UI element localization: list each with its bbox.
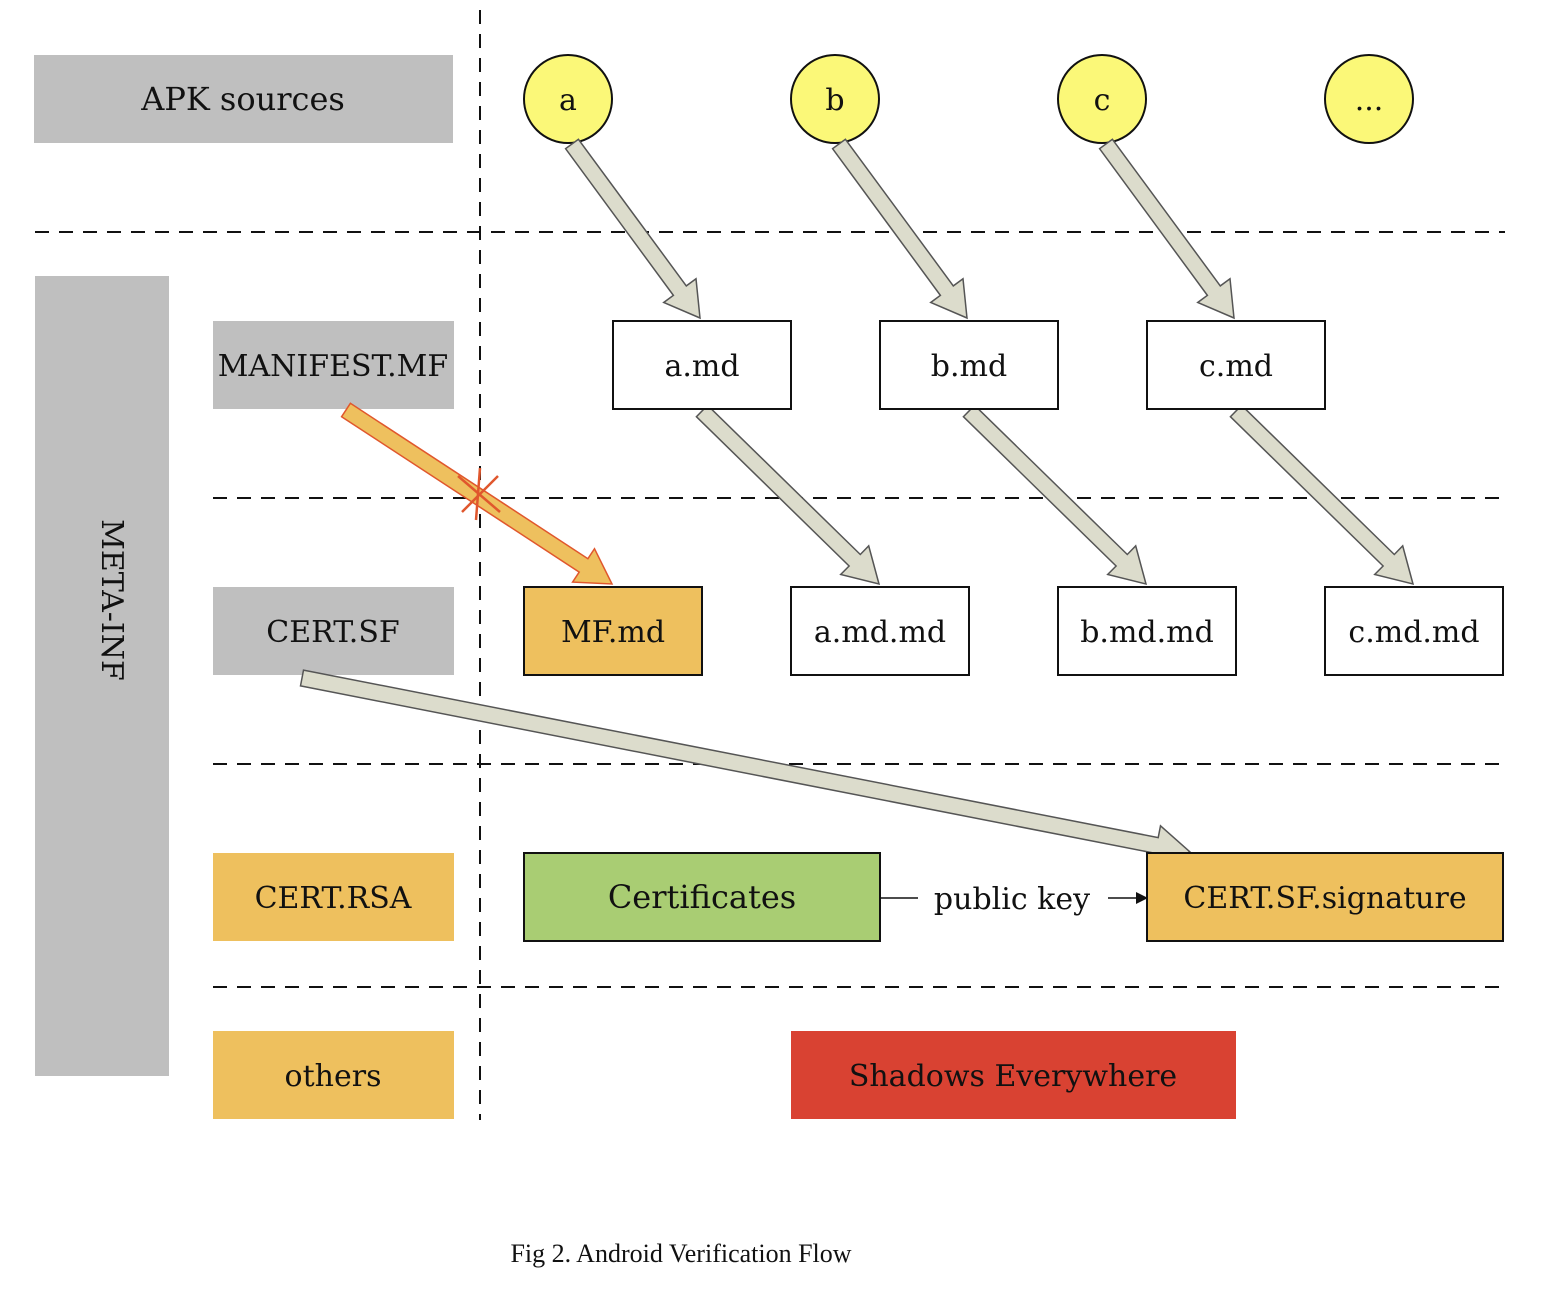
digest-label-a: a.md — [664, 349, 739, 384]
arrow-b-md-to-b-md-md — [962, 404, 1148, 586]
source-circle-ellipsis: ... — [1324, 54, 1414, 144]
certificates-label: Certificates — [608, 878, 796, 916]
source-circle-b: b — [790, 54, 880, 144]
cert-sf-label: CERT.SF — [266, 615, 399, 650]
digest-label-c: c.md — [1199, 349, 1273, 384]
source-circle-c: c — [1057, 54, 1147, 144]
cert-sf-box — [213, 587, 454, 675]
c-md-md-box — [1324, 586, 1504, 676]
meta-inf-box — [35, 276, 169, 1076]
source-label-a: a — [559, 83, 577, 118]
arrow-a-to-a-md — [564, 138, 701, 320]
digest-box-a — [612, 320, 792, 410]
cert-rsa-label: CERT.RSA — [255, 881, 412, 916]
others-label: others — [285, 1059, 382, 1094]
meta-inf-label: META-INF — [94, 519, 129, 681]
digest-box-b — [879, 320, 1059, 410]
arrow-b-to-b-md — [831, 138, 968, 320]
signature-label: CERT.SF.signature — [1183, 881, 1466, 916]
source-circle-a: a — [523, 54, 613, 144]
c-md-md-label: c.md.md — [1348, 615, 1479, 650]
digest-label-b: b.md — [931, 349, 1007, 384]
arrow-c-md-to-c-md-md — [1229, 404, 1415, 586]
b-md-md-label: b.md.md — [1080, 615, 1214, 650]
b-md-md-box — [1057, 586, 1237, 676]
cross-icon — [457, 467, 501, 521]
mf-md-box — [523, 586, 703, 676]
source-label-c: c — [1094, 83, 1111, 118]
dashed-separators — [35, 10, 1505, 1120]
arrow-c-to-c-md — [1098, 138, 1235, 320]
signature-box — [1146, 852, 1504, 942]
cert-rsa-box — [213, 853, 454, 941]
digest-box-c — [1146, 320, 1326, 410]
others-box — [213, 1031, 454, 1119]
arrow-cert-sf-to-signature — [299, 669, 1192, 867]
mf-md-label: MF.md — [561, 615, 665, 650]
manifest-label: MANIFEST.MF — [218, 349, 448, 384]
source-label-ellipsis: ... — [1355, 83, 1384, 118]
source-label-b: b — [825, 83, 844, 118]
shadows-label: Shadows Everywhere — [849, 1059, 1177, 1094]
figure-caption: Fig 2. Android Verification Flow — [510, 1239, 851, 1268]
apk-sources-label: APK sources — [140, 80, 345, 118]
certificates-box — [523, 852, 881, 942]
arrow-a-md-to-a-md-md — [695, 404, 881, 586]
public-key-label: public key — [934, 882, 1090, 917]
shadows-box — [791, 1031, 1236, 1119]
apk-sources-box — [34, 55, 453, 143]
a-md-md-label: a.md.md — [814, 615, 946, 650]
a-md-md-box — [790, 586, 970, 676]
manifest-box — [213, 321, 454, 409]
